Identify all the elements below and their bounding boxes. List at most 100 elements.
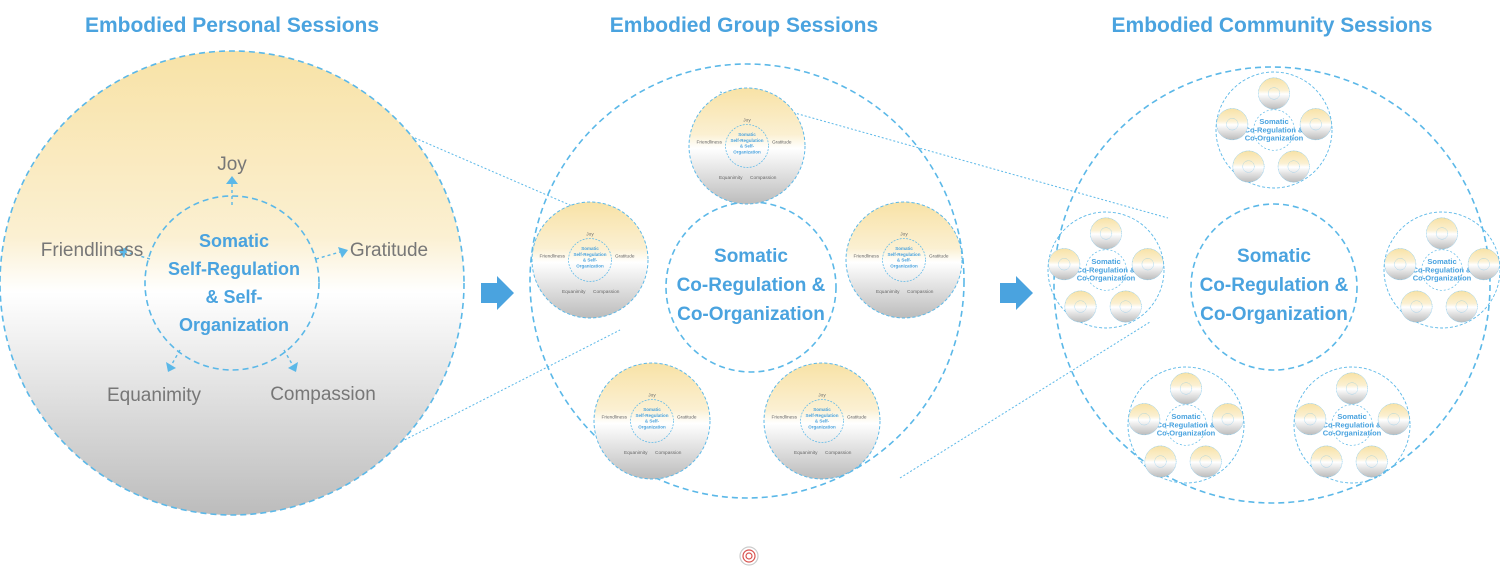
arrow-heads [118, 176, 348, 372]
mini-label-equanimity: Equanimity [794, 450, 818, 456]
personal-inner-circle [144, 195, 320, 371]
mini-center-line: Somatic [581, 246, 599, 251]
mini-label-joy: Joy [818, 393, 826, 399]
mini-personal-circle [1400, 290, 1433, 323]
center-line: Somatic [1237, 246, 1311, 267]
mini-outer-circle [1128, 403, 1161, 436]
mini-label-compassion: Compassion [907, 289, 934, 295]
mini-outer-circle [1355, 445, 1388, 478]
mini-inner-circle [1309, 118, 1322, 131]
mini-label-joy: Joy [743, 118, 751, 124]
mini-group-outer [1383, 211, 1500, 329]
mini-inner-circle [1268, 87, 1280, 100]
mini-label-gratitude: Gratitude [929, 254, 949, 260]
mini-center-line: Somatic [738, 132, 756, 137]
mini-outer-circle [593, 362, 711, 480]
mini-personal-circle [1384, 248, 1417, 281]
mini-personal-circle [1310, 445, 1343, 478]
right-arrow-icon [1000, 276, 1033, 310]
community-center-text: Somatic Co-Regulation & Co-Organization [1200, 246, 1349, 325]
mini-center-line: Self-Regulation [635, 413, 668, 418]
mini-label-gratitude: Gratitude [677, 415, 697, 421]
mini-center-line: Organization [733, 150, 761, 155]
mini-group-outer [1047, 211, 1165, 329]
mini-group-outer [1293, 366, 1411, 484]
center-line: & Self- [205, 287, 262, 307]
mini-group-center [1421, 249, 1463, 291]
mini-inner-circle [882, 238, 926, 282]
mini-outer-circle [1299, 108, 1332, 141]
mini-label-gratitude: Gratitude [772, 140, 792, 146]
mini-outer-circle [1131, 248, 1164, 281]
mini-group-center-line: Co-Organization [1323, 428, 1382, 437]
arrowhead-icon [226, 176, 238, 184]
label-friendliness: Friendliness [41, 240, 143, 261]
zoom-line [899, 321, 1151, 479]
community-center-circle [1190, 203, 1358, 371]
mini-center-line: & Self- [645, 419, 660, 424]
mini-group-center-line: Co-Organization [1413, 273, 1472, 282]
center-line: Co-Organization [677, 304, 825, 325]
mini-personal-circle [1377, 403, 1410, 436]
mini-inner-circle [1346, 382, 1358, 395]
mini-label-joy: Joy [586, 232, 594, 238]
mini-label-friendliness: Friendliness [601, 415, 627, 421]
group-outer-circle [529, 63, 965, 499]
mini-inner-circle [1119, 300, 1132, 313]
mini-personal-circle [1128, 403, 1161, 436]
mini-inner-circle [1242, 160, 1255, 173]
mini-inner-circle [1455, 300, 1468, 313]
mini-center-line: & Self- [897, 258, 912, 263]
mini-label-equanimity: Equanimity [624, 450, 648, 456]
mini-group-center [1085, 249, 1127, 291]
mini-outer-circle [1144, 445, 1177, 478]
mini-personal-circle [1144, 445, 1177, 478]
mini-group-center [1331, 404, 1373, 446]
mini-inner-circle [568, 238, 612, 282]
community-session: Somatic Co-Regulation & Co-Organization … [1047, 66, 1500, 504]
mini-outer-circle [1090, 217, 1122, 250]
mini-label-joy: Joy [648, 393, 656, 399]
mini-outer-circle [1170, 372, 1202, 405]
mini-outer-circle [763, 362, 881, 480]
mini-center-line: Self-Regulation [887, 252, 920, 257]
mini-group-center [1253, 109, 1295, 151]
mini-outer-circle [1426, 217, 1458, 250]
mini-center-line: Somatic [813, 407, 831, 412]
mini-label-friendliness: Friendliness [539, 254, 565, 260]
mini-personal-circle [1048, 248, 1081, 281]
mini-personal-circle [1232, 150, 1265, 183]
mini-center-line: Somatic [895, 246, 913, 251]
mini-outer-circle [1048, 248, 1081, 281]
center-line: Co-Regulation & [677, 275, 826, 296]
mini-label-friendliness: Friendliness [771, 415, 797, 421]
mini-group-center-line: Co-Organization [1077, 273, 1136, 282]
mini-inner-circle [1074, 300, 1087, 313]
mini-inner-circle [1394, 258, 1407, 271]
mini-center-line: Self-Regulation [805, 413, 838, 418]
center-line: Co-Regulation & [1200, 275, 1349, 296]
arrow-compassion [283, 349, 293, 365]
mini-label-friendliness: Friendliness [696, 140, 722, 146]
mini-outer-circle [1109, 290, 1142, 323]
mini-label-compassion: Compassion [655, 450, 682, 456]
mini-group-center-line: Co-Regulation & [1323, 420, 1383, 429]
mini-inner-circle [1180, 382, 1192, 395]
mini-outer-circle [1384, 248, 1417, 281]
mini-group-center-line: Co-Regulation & [1413, 265, 1473, 274]
mini-inner-circle [1221, 413, 1234, 426]
mini-label-compassion: Compassion [750, 175, 777, 181]
right-arrow-icon [481, 276, 514, 310]
mini-inner-circle [630, 399, 674, 443]
